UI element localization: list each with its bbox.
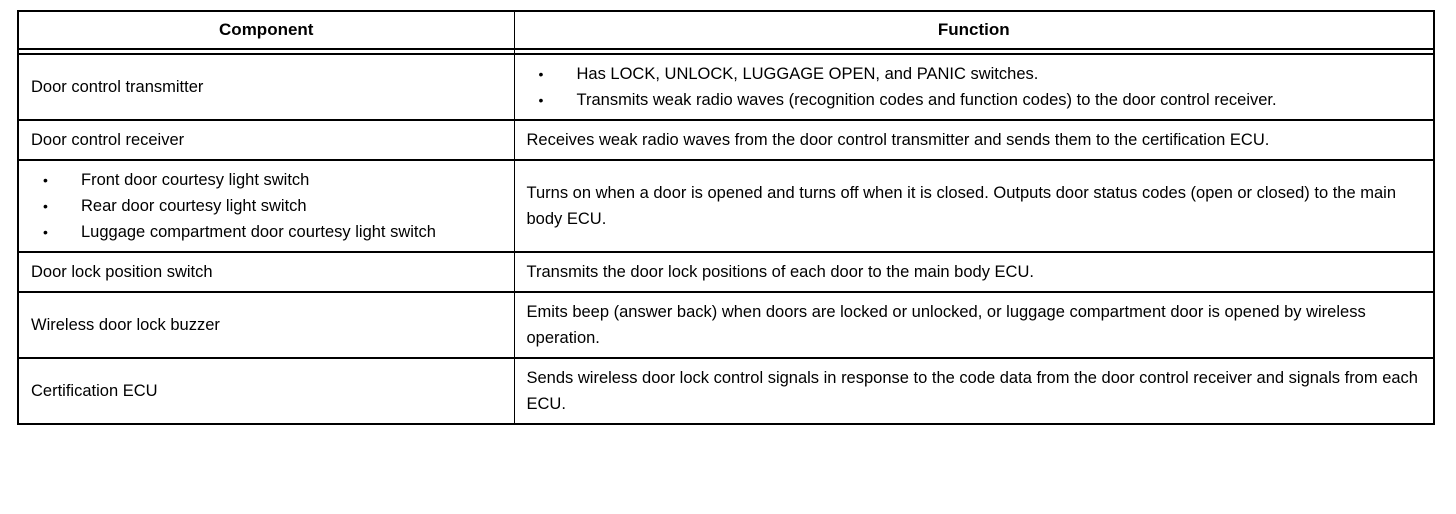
cell-function: Emits beep (answer back) when doors are …: [513, 291, 1435, 359]
cell-function: Has LOCK, UNLOCK, LUGGAGE OPEN, and PANI…: [513, 53, 1435, 121]
cell-function: Sends wireless door lock control signals…: [513, 357, 1435, 425]
component-bullet-item: Front door courtesy light switch: [31, 167, 504, 193]
function-text: Receives weak radio waves from the door …: [526, 131, 1270, 149]
column-header-function: Function: [513, 10, 1435, 50]
table-body: Door control transmitter Has LOCK, UNLOCK…: [17, 53, 1435, 425]
function-bullet-item: Has LOCK, UNLOCK, LUGGAGE OPEN, and PANI…: [527, 61, 1422, 87]
cell-component: Front door courtesy light switchRear doo…: [17, 159, 515, 253]
component-bullet-item: Luggage compartment door courtesy light …: [31, 219, 504, 245]
table-row: Front door courtesy light switchRear doo…: [17, 159, 1435, 253]
component-text: Door control receiver: [31, 131, 185, 149]
cell-function: Transmits the door lock positions of eac…: [513, 251, 1435, 293]
component-text: Door control transmitter: [31, 78, 204, 96]
header-double-rule: [17, 48, 1435, 55]
cell-component: Certification ECU: [17, 357, 515, 425]
component-function-table: Component Function Door control transmit…: [17, 10, 1435, 425]
function-text: Sends wireless door lock control signals…: [526, 369, 1418, 413]
cell-component: Wireless door lock buzzer: [17, 291, 515, 359]
table-header: Component Function: [17, 10, 1435, 55]
column-header-component: Component: [17, 10, 515, 50]
cell-function: Turns on when a door is opened and turns…: [513, 159, 1435, 253]
header-rule-right: [513, 48, 1435, 55]
table-row: Door control transmitter Has LOCK, UNLOCK…: [17, 53, 1435, 121]
component-text: Certification ECU: [31, 382, 158, 400]
cell-component: Door control receiver: [17, 119, 515, 161]
function-text: Transmits the door lock positions of eac…: [526, 263, 1034, 281]
component-text: Wireless door lock buzzer: [31, 316, 220, 334]
table-row: Wireless door lock buzzer Emits beep (ans…: [17, 291, 1435, 359]
component-bullet-list: Front door courtesy light switchRear doo…: [31, 167, 504, 245]
cell-function: Receives weak radio waves from the door …: [513, 119, 1435, 161]
table-row: Door lock position switch Transmits the d…: [17, 251, 1435, 293]
component-text: Door lock position switch: [31, 263, 213, 281]
component-bullet-item: Rear door courtesy light switch: [31, 193, 504, 219]
function-text: Turns on when a door is opened and turns…: [526, 184, 1397, 228]
cell-component: Door lock position switch: [17, 251, 515, 293]
table-row: Door control receiver Receives weak radio…: [17, 119, 1435, 161]
function-bullet-item: Transmits weak radio waves (recognition …: [527, 87, 1422, 113]
function-text: Emits beep (answer back) when doors are …: [526, 303, 1366, 347]
header-row: Component Function: [17, 10, 1435, 50]
function-bullet-list: Has LOCK, UNLOCK, LUGGAGE OPEN, and PANI…: [527, 61, 1422, 113]
cell-component: Door control transmitter: [17, 53, 515, 121]
table-row: Certification ECU Sends wireless door loc…: [17, 357, 1435, 425]
